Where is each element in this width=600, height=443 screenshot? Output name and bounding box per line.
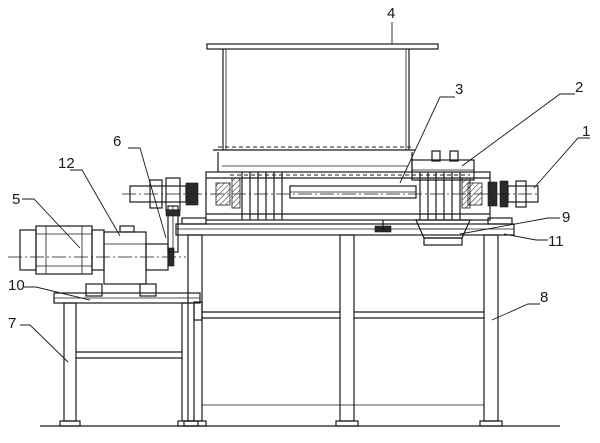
callout-10: 10 [8, 277, 25, 294]
callout-11: 11 [548, 233, 564, 250]
callout-5: 5 [12, 191, 20, 208]
crusher-body [185, 171, 509, 233]
callout-12: 12 [58, 155, 75, 172]
motor [19, 225, 93, 275]
callout-labels: 4 2 3 1 6 12 5 10 7 8 9 11 [8, 5, 590, 332]
callout-6: 6 [113, 133, 121, 150]
motor-stand [59, 302, 199, 427]
callout-4: 4 [387, 5, 395, 22]
gear-housing [411, 150, 475, 181]
motor-base-plate [53, 292, 201, 304]
callout-2: 2 [575, 79, 583, 96]
callout-7: 7 [8, 315, 16, 332]
callout-9: 9 [562, 209, 570, 226]
callout-1: 1 [582, 123, 590, 140]
callout-3: 3 [455, 81, 463, 98]
callout-8: 8 [540, 289, 548, 306]
roller-teeth [241, 172, 461, 220]
reducer [8, 225, 186, 297]
hopper [206, 43, 439, 172]
coupling-link [165, 205, 181, 253]
leader-lines [20, 22, 590, 363]
main-frame [183, 234, 503, 427]
main-shaft [122, 177, 540, 211]
discharge-chute [415, 219, 471, 246]
